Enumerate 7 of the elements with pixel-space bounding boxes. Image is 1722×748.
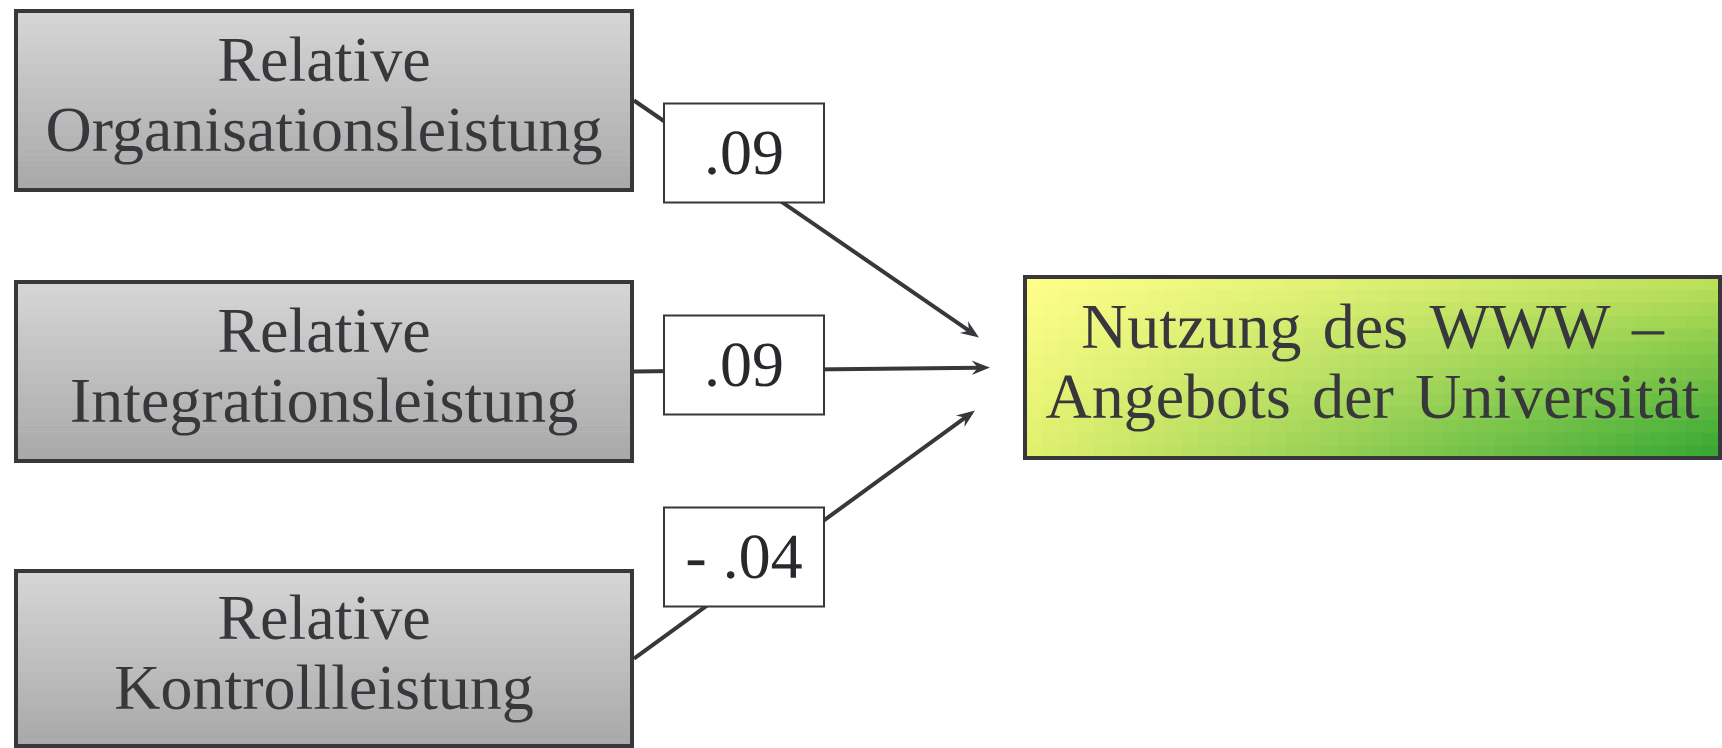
edge-label: .09 <box>663 314 825 416</box>
construct-box: Relative Integrationsleistung <box>14 280 634 463</box>
edge-label: - .04 <box>663 506 825 608</box>
construct-box: Relative Organisationsleistung <box>14 9 634 192</box>
construct-box: Relative Kontrollleistung <box>14 569 634 748</box>
edge-label: .09 <box>663 102 825 204</box>
outcome-box: Nutzung des WWW – Angebots der Universität <box>1023 275 1722 460</box>
